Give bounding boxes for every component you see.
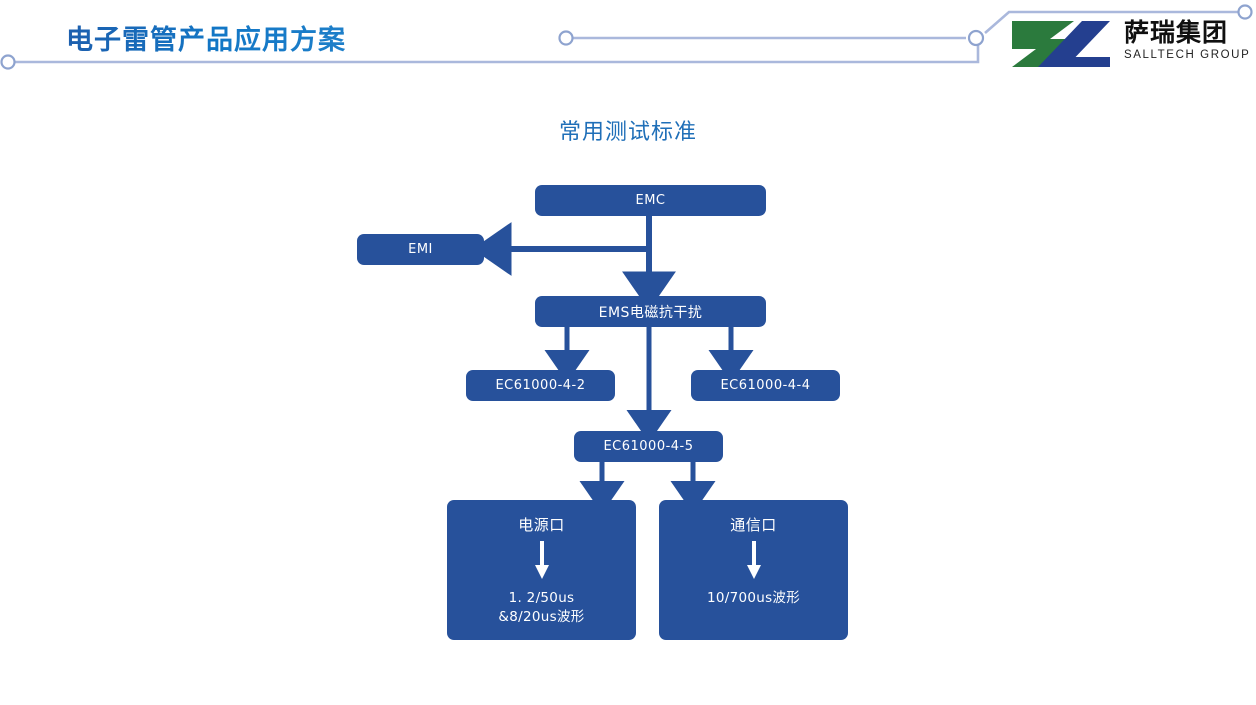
node-ec61000-4-2-label: EC61000-4-2	[495, 378, 586, 393]
logo-name-cn: 萨瑞集团	[1124, 18, 1229, 47]
node-emi-label: EMI	[408, 242, 433, 257]
node-ec61000-4-4-label: EC61000-4-4	[720, 378, 811, 393]
node-emc-label: EMC	[635, 193, 666, 208]
page-title: 电子雷管产品应用方案	[66, 18, 346, 57]
header-decorative-lines	[0, 4, 1253, 70]
node-power-port-detail-1: 1. 2/50us	[508, 590, 575, 606]
comm-port-down-arrow-icon	[745, 541, 763, 581]
company-logo: 萨瑞集团 SALLTECH GROUP	[1010, 18, 1251, 70]
node-power-port-label: 电源口	[518, 516, 565, 534]
node-emc[interactable]: EMC	[535, 185, 766, 216]
salltech-logo-mark	[1012, 21, 1110, 67]
node-ec61000-4-5[interactable]: EC61000-4-5	[574, 431, 723, 462]
slide-header: 电子雷管产品应用方案 萨瑞集团 SALLTECH GROUP	[0, 0, 1256, 88]
power-port-down-arrow-icon	[533, 541, 551, 581]
logo-name-en: SALLTECH GROUP	[1124, 49, 1251, 61]
node-comm-port-detail-1: 10/700us波形	[706, 590, 801, 606]
node-ec61000-4-4[interactable]: EC61000-4-4	[691, 370, 840, 401]
node-comm-port[interactable]: 通信口 10/700us波形	[659, 500, 848, 640]
slide-title: 常用测试标准	[558, 120, 697, 145]
node-emi[interactable]: EMI	[357, 234, 484, 265]
node-power-port[interactable]: 电源口 1. 2/50us &8/20us波形	[447, 500, 636, 640]
node-ems-label: EMS电磁抗干扰	[598, 304, 703, 321]
node-ec61000-4-2[interactable]: EC61000-4-2	[466, 370, 615, 401]
logo-text-block: 萨瑞集团 SALLTECH GROUP	[1124, 18, 1251, 62]
node-comm-port-label: 通信口	[730, 516, 777, 534]
node-ec61000-4-5-label: EC61000-4-5	[603, 439, 694, 454]
node-power-port-detail-2: &8/20us波形	[498, 609, 585, 625]
node-ems[interactable]: EMS电磁抗干扰	[535, 296, 766, 327]
